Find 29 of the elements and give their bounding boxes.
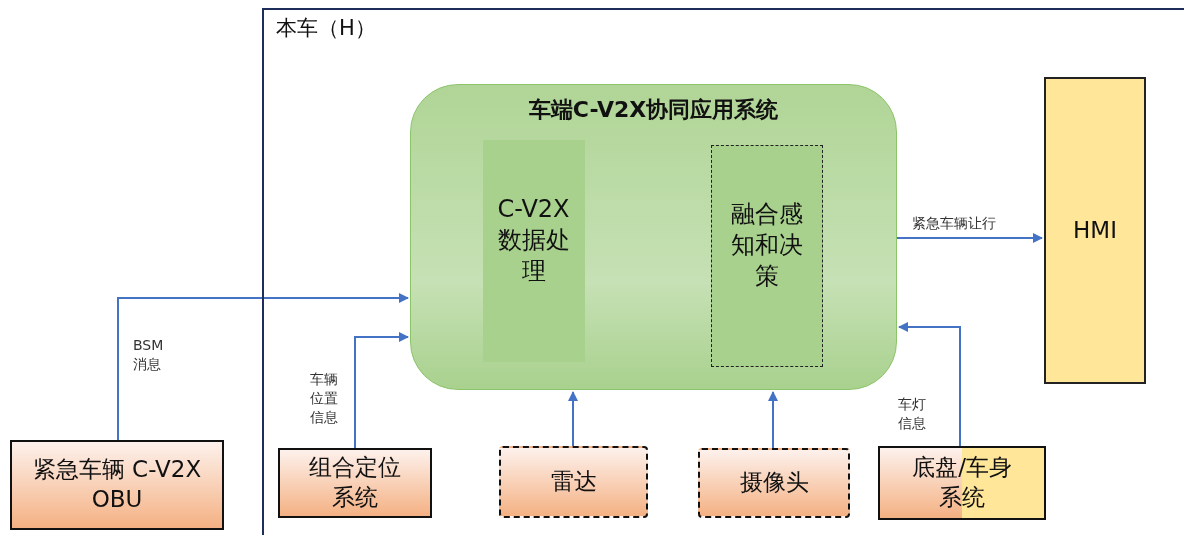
box-label: 雷达	[550, 467, 597, 497]
box-label: C-V2X数据处理	[496, 193, 571, 288]
arrow	[117, 293, 409, 441]
hmi-box	[1044, 77, 1146, 384]
system-box	[410, 84, 897, 390]
edge-label: 车辆位置信息	[310, 370, 340, 427]
edge-label: 车灯信息	[898, 395, 928, 433]
module-box	[710, 144, 823, 367]
box-label: 融合感知和决策	[729, 198, 804, 293]
arrow	[898, 322, 961, 447]
frame-title: 本车（H）	[276, 15, 376, 42]
box-label: 紧急车辆 C-V2X OBU	[32, 455, 202, 514]
box-label: HMI	[1073, 215, 1117, 245]
device-box	[878, 446, 1046, 520]
arrow	[354, 332, 409, 449]
device-box	[10, 440, 224, 530]
sensor-box	[499, 446, 648, 518]
edge-label: 紧急车辆让行	[912, 214, 996, 233]
device-box	[278, 448, 432, 518]
sensor-box	[698, 448, 850, 518]
module-box	[482, 139, 585, 362]
arrow	[768, 391, 778, 449]
box-label: 摄像头	[739, 468, 809, 498]
box-label: 底盘/车身系统	[911, 453, 1013, 512]
vehicle-frame	[262, 8, 1184, 535]
arrow	[568, 391, 578, 447]
arrow	[896, 233, 1043, 243]
box-title: 车端C-V2X协同应用系统	[527, 96, 780, 124]
box-label: 组合定位系统	[308, 453, 402, 512]
